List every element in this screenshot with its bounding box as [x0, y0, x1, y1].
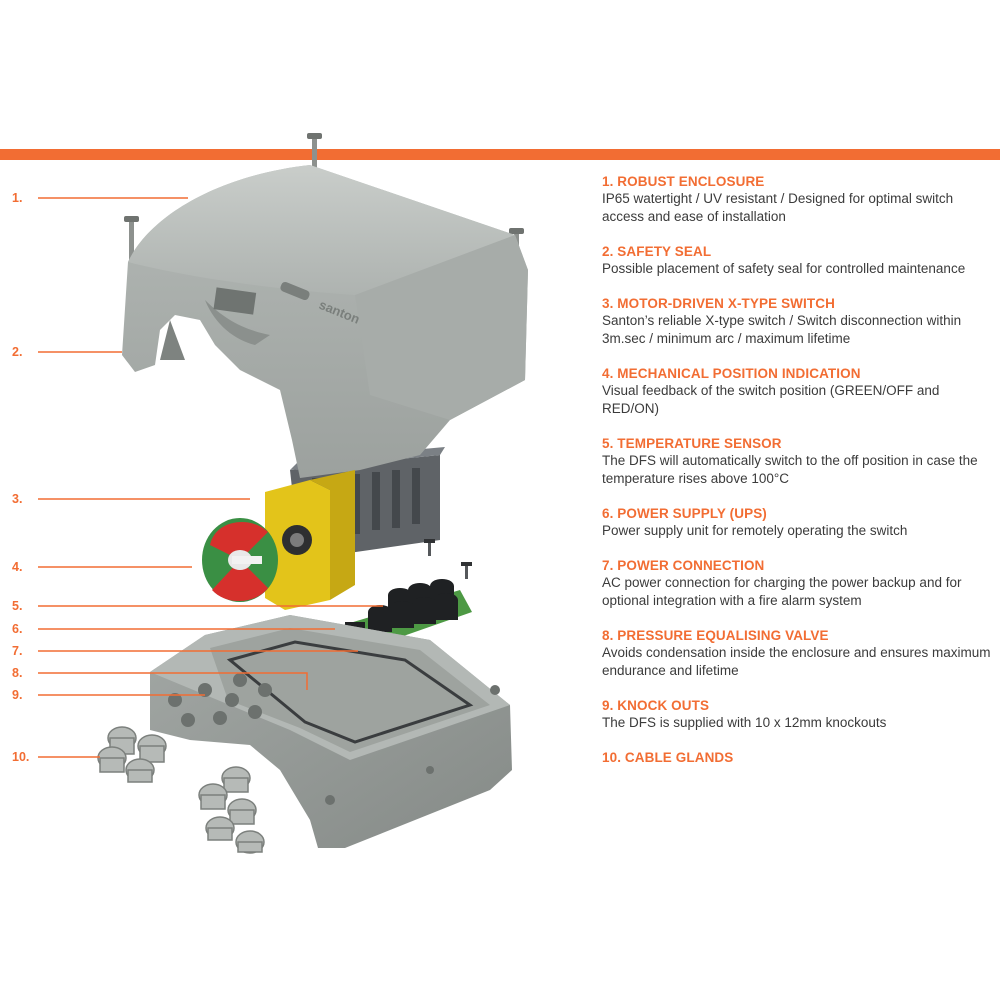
feature-description: Santon’s reliable X-type switch / Switch…	[602, 313, 962, 346]
lid-screw	[307, 133, 322, 177]
feature-item: 7. POWER CONNECTION AC power connection …	[602, 557, 992, 610]
feature-title: 8. PRESSURE EQUALISING VALVE	[602, 628, 829, 643]
feature-description: Avoids condensation inside the enclosure…	[602, 645, 991, 678]
feature-description: AC power connection for charging the pow…	[602, 575, 962, 608]
feature-title: 3. MOTOR-DRIVEN X-TYPE SWITCH	[602, 296, 835, 311]
callout-number-10: 10.	[12, 750, 30, 764]
feature-title: 2. SAFETY SEAL	[602, 244, 712, 259]
position-indicator-knob	[202, 518, 278, 602]
feature-item: 9. KNOCK OUTS The DFS is supplied with 1…	[602, 697, 992, 732]
pcb-screw	[424, 539, 435, 556]
accent-stripe	[0, 149, 1000, 160]
callout-number-5: 5.	[12, 599, 23, 613]
callout-number-9: 9.	[12, 688, 23, 702]
callout-number-7: 7.	[12, 644, 23, 658]
lid-screw	[124, 216, 139, 265]
callout-number-6: 6.	[12, 622, 23, 636]
feature-title: 5. TEMPERATURE SENSOR	[602, 436, 782, 451]
enclosure-base	[150, 615, 512, 848]
callout-number-8: 8.	[12, 666, 23, 680]
feature-item: 4. MECHANICAL POSITION INDICATION Visual…	[602, 365, 992, 418]
callout-number-3: 3.	[12, 492, 23, 506]
cable-glands-left	[97, 726, 167, 783]
callout-number-2: 2.	[12, 345, 23, 359]
pcb-screw	[461, 562, 472, 579]
feature-description: The DFS is supplied with 10 x 12mm knock…	[602, 715, 887, 730]
feature-list: 1. ROBUST ENCLOSURE IP65 watertight / UV…	[602, 173, 992, 783]
feature-item: 6. POWER SUPPLY (UPS) Power supply unit …	[602, 505, 992, 540]
feature-title: 7. POWER CONNECTION	[602, 558, 765, 573]
feature-item: 8. PRESSURE EQUALISING VALVE Avoids cond…	[602, 627, 992, 680]
feature-description: Visual feedback of the switch position (…	[602, 383, 940, 416]
feature-item: 1. ROBUST ENCLOSURE IP65 watertight / UV…	[602, 173, 992, 226]
feature-description: The DFS will automatically switch to the…	[602, 453, 978, 486]
feature-item: 3. MOTOR-DRIVEN X-TYPE SWITCH Santon’s r…	[602, 295, 992, 348]
cable-glands-bottom	[198, 766, 265, 854]
x-type-switch	[265, 470, 355, 610]
feature-title: 4. MECHANICAL POSITION INDICATION	[602, 366, 861, 381]
feature-title: 10. CABLE GLANDS	[602, 750, 734, 765]
callout-number-1: 1.	[12, 191, 23, 205]
feature-description: Possible placement of safety seal for co…	[602, 261, 966, 276]
feature-description: Power supply unit for remotely operating…	[602, 523, 908, 538]
feature-item: 5. TEMPERATURE SENSOR The DFS will autom…	[602, 435, 992, 488]
callout-number-4: 4.	[12, 560, 23, 574]
enclosure-lid: santon	[122, 165, 528, 478]
leader-line	[38, 672, 308, 690]
feature-item: 2. SAFETY SEAL Possible placement of saf…	[602, 243, 992, 278]
feature-title: 1. ROBUST ENCLOSURE	[602, 174, 765, 189]
feature-description: IP65 watertight / UV resistant / Designe…	[602, 191, 954, 224]
feature-item: 10. CABLE GLANDS	[602, 749, 992, 766]
feature-title: 6. POWER SUPPLY (UPS)	[602, 506, 767, 521]
feature-title: 9. KNOCK OUTS	[602, 698, 710, 713]
